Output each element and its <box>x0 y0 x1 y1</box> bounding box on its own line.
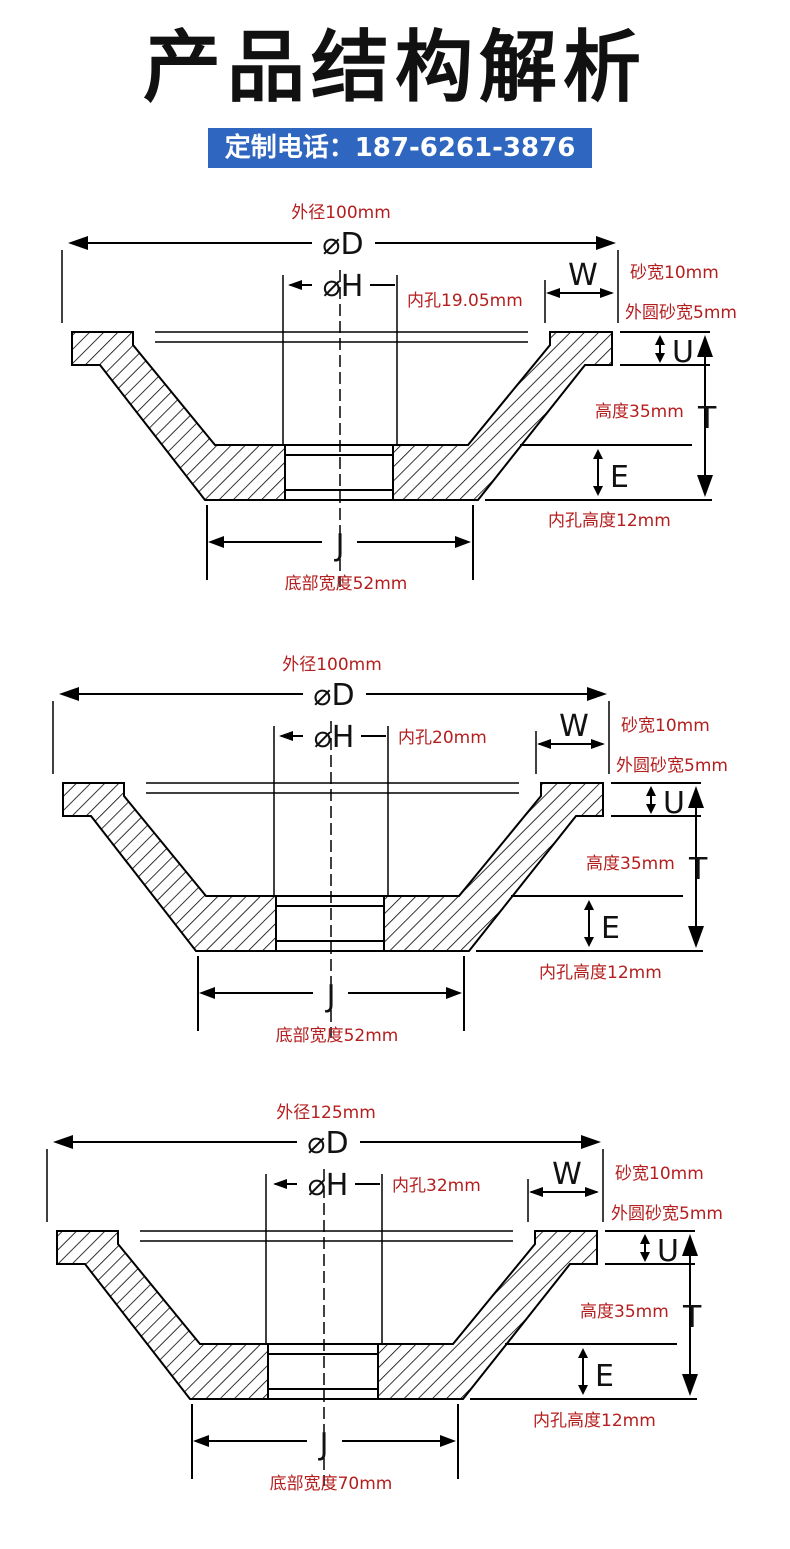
label-sand-width: 砂宽10mm <box>630 263 719 283</box>
symbol-h: ⌀H <box>308 1168 349 1203</box>
diagram-svg-1: ⌀D ⌀H W U T E J 外径100mm 内孔19.05mm 砂宽10mm… <box>61 203 737 594</box>
wheel-profile-3 <box>46 1141 697 1486</box>
label-height: 高度35mm <box>580 1302 669 1322</box>
symbol-e: E <box>601 911 620 946</box>
wheel-right-section <box>383 782 604 952</box>
label-height: 高度35mm <box>586 854 675 874</box>
symbol-t: T <box>688 852 708 887</box>
diagram-svg-3: ⌀D ⌀H W U T E J 外径125mm 内孔32mm 砂宽10mm 外圆… <box>46 1103 723 1494</box>
arrowheads-3 <box>53 1135 698 1447</box>
wheel-left-section <box>62 782 277 952</box>
arrowheads-1 <box>68 236 713 548</box>
diagram-svg-2: ⌀D ⌀H W U T E J 外径100mm 内孔20mm 砂宽10mm 外圆… <box>52 655 728 1046</box>
symbol-d: ⌀D <box>307 1126 348 1161</box>
label-outer-sand-width: 外圆砂宽5mm <box>611 1204 723 1224</box>
symbol-u: U <box>672 335 694 370</box>
label-outer-sand-width: 外圆砂宽5mm <box>616 756 728 776</box>
label-sand-width: 砂宽10mm <box>621 716 710 736</box>
contact-phone-banner: 定制电话：187-6261-3876 <box>208 128 592 168</box>
symbol-e: E <box>610 460 629 495</box>
structure-diagram-3: ⌀D ⌀H W U T E J 外径125mm 内孔32mm 砂宽10mm 外圆… <box>0 1095 790 1545</box>
bore-opening <box>267 1353 379 1390</box>
label-bore-height: 内孔高度12mm <box>533 1411 656 1431</box>
label-bottom-width: 底部宽度52mm <box>285 574 408 594</box>
symbol-j: J <box>334 528 345 563</box>
symbol-j: J <box>325 979 336 1014</box>
symbol-u: U <box>657 1234 679 1269</box>
label-outer-diameter: 外径100mm <box>282 655 382 675</box>
wheel-profile-2 <box>52 693 703 1038</box>
symbol-d: ⌀D <box>313 678 354 713</box>
symbol-j: J <box>318 1427 329 1462</box>
symbol-u: U <box>663 786 685 821</box>
wheel-left-section <box>71 331 286 501</box>
symbol-h: ⌀H <box>323 269 364 304</box>
symbol-w: W <box>568 258 598 293</box>
structure-diagram-2: ⌀D ⌀H W U T E J 外径100mm 内孔20mm 砂宽10mm 外圆… <box>0 647 790 1097</box>
symbol-t: T <box>682 1300 702 1335</box>
label-sand-width: 砂宽10mm <box>615 1164 704 1184</box>
wheel-profile-1 <box>61 242 712 587</box>
symbol-w: W <box>559 709 589 744</box>
arrowheads-2 <box>59 687 704 999</box>
symbol-e: E <box>595 1359 614 1394</box>
page-title: 产品结构解析 <box>142 23 647 113</box>
label-bore: 内孔19.05mm <box>407 291 523 311</box>
symbol-d: ⌀D <box>322 227 363 262</box>
label-bore: 内孔32mm <box>392 1176 481 1196</box>
symbol-t: T <box>697 401 717 436</box>
label-bore-height: 内孔高度12mm <box>539 963 662 983</box>
bore-opening <box>275 905 385 942</box>
wheel-right-section <box>377 1230 598 1400</box>
label-outer-diameter: 外径125mm <box>276 1103 376 1123</box>
label-outer-sand-width: 外圆砂宽5mm <box>625 303 737 323</box>
wheel-left-section <box>56 1230 269 1400</box>
structure-diagram-1: ⌀D ⌀H W U T E J 外径100mm 内孔19.05mm 砂宽10mm… <box>0 195 790 645</box>
label-height: 高度35mm <box>595 402 684 422</box>
label-bottom-width: 底部宽度52mm <box>276 1026 399 1046</box>
symbol-h: ⌀H <box>314 720 355 755</box>
label-bore-height: 内孔高度12mm <box>548 511 671 531</box>
label-outer-diameter: 外径100mm <box>291 203 391 223</box>
label-bottom-width: 底部宽度70mm <box>270 1474 393 1494</box>
label-bore: 内孔20mm <box>398 728 487 748</box>
symbol-w: W <box>552 1157 582 1192</box>
wheel-right-section <box>392 331 613 501</box>
bore-opening <box>284 454 394 491</box>
